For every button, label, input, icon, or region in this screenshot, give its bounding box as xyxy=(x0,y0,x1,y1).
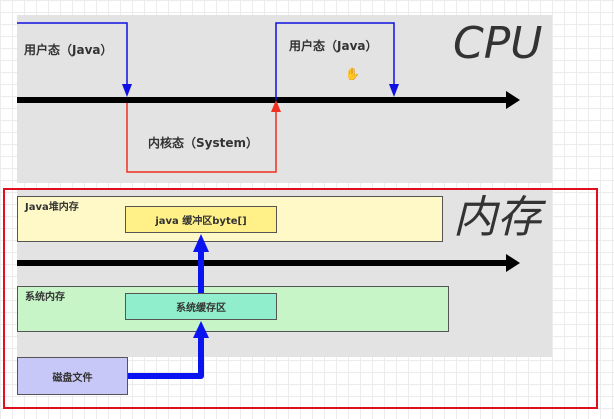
system-cache-box[interactable]: 系统缓存区 xyxy=(125,293,277,320)
disk-file-box[interactable]: 磁盘文件 xyxy=(17,357,128,395)
user-mode-label-1: 用户态（Java） xyxy=(24,43,113,57)
user-mode-line-2 xyxy=(275,22,395,100)
hand-cursor-icon: ✋ xyxy=(345,67,360,81)
user-mode-arrow-1 xyxy=(122,84,132,97)
user-mode-line-1 xyxy=(17,22,128,92)
user-mode-label-2: 用户态（Java） xyxy=(289,39,378,53)
cpu-title: CPU xyxy=(453,18,543,69)
memory-timeline-arrowhead xyxy=(506,254,520,272)
cache-to-buffer-arrowhead xyxy=(193,234,209,252)
memory-title: 内存 xyxy=(453,192,541,243)
cpu-timeline-arrowhead xyxy=(506,91,520,109)
java-heap-label: Java堆内存 xyxy=(25,202,79,213)
user-mode-arrow-2 xyxy=(389,84,399,97)
java-heap-box[interactable] xyxy=(17,196,443,242)
system-memory-label: 系统内存 xyxy=(25,292,65,303)
kernel-mode-arrow xyxy=(271,100,281,112)
java-buffer-box[interactable]: java 缓冲区byte[] xyxy=(125,206,277,233)
kernel-mode-label: 内核态（System） xyxy=(148,136,258,150)
disk-to-cache-arrowhead xyxy=(193,321,209,338)
disk-to-cache-arrow xyxy=(128,338,204,379)
memory-highlight-frame xyxy=(3,188,598,409)
kernel-mode-line xyxy=(126,103,277,173)
